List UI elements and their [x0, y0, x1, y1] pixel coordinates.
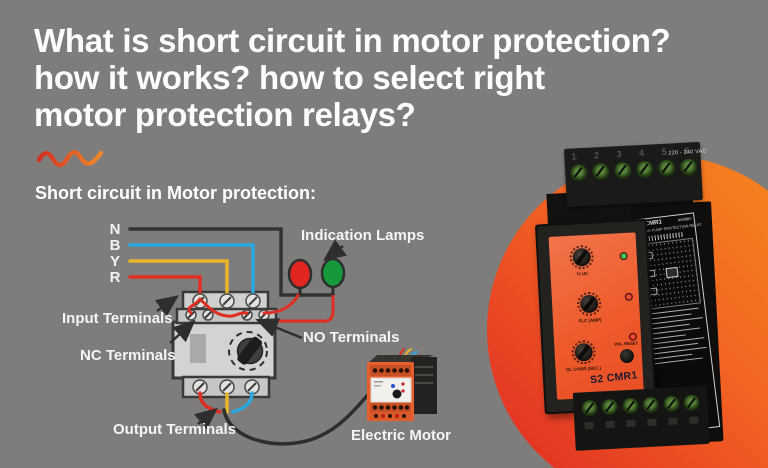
- contactor-body: [171, 290, 278, 399]
- ol-char-dial: [571, 339, 597, 365]
- terminal-screw: [591, 162, 610, 181]
- flc-dial: [576, 291, 602, 317]
- title-line-2: how it works? how to select right: [34, 59, 545, 96]
- label-no-terminals: NO Terminals: [303, 329, 400, 346]
- reset-button-label: PNL./RESET: [614, 340, 639, 347]
- terminal-screw: [569, 163, 588, 182]
- terminal-screw: [621, 397, 639, 415]
- title-line-1: What is short circuit in motor protectio…: [34, 22, 671, 59]
- wire-label-r: R: [109, 269, 121, 286]
- terminal-screw: [635, 160, 654, 179]
- relay-front-bezel: % UC FLC (AMP) OL CHAR (SEC.) PNL./RESET…: [534, 218, 657, 415]
- indication-lamps-arrow: [323, 239, 347, 261]
- relay-bottom-terminals: [572, 385, 710, 451]
- electric-motor-image: [367, 355, 437, 421]
- voltage-rating-text: 220 - 240 VAC: [668, 148, 707, 157]
- terminal-screws: [185, 293, 270, 395]
- terminal-screw-row: [581, 394, 700, 417]
- label-output-terminals: Output Terminals: [113, 421, 237, 438]
- page-title: What is short circuit in motor protectio…: [34, 22, 758, 133]
- relay-product-photo: 1 2 3 4 5 6 220 - 240 VAC S2 CMR1 minile…: [526, 139, 726, 460]
- uc-dial: [569, 244, 595, 270]
- brand-logo-text: minilec: [677, 215, 692, 223]
- label-indication-lamps: Indication Lamps: [301, 227, 425, 244]
- wire-label-b: B: [109, 237, 121, 254]
- relay-front-panel: % UC FLC (AMP) OL CHAR (SEC.) PNL./RESET…: [548, 232, 645, 400]
- terminal-number-marks: [584, 416, 699, 430]
- nc-terminals-arrow: [169, 319, 196, 344]
- label-electric-motor: Electric Motor: [351, 427, 452, 444]
- label-input-terminals: Input Terminals: [62, 310, 173, 327]
- green-led: [619, 251, 628, 261]
- flc-dial-label: FLC (AMP): [578, 317, 602, 324]
- terminal-screw: [657, 159, 676, 178]
- terminal-screw: [613, 161, 632, 180]
- terminal-screw: [642, 396, 660, 414]
- indication-lamps: [287, 257, 346, 295]
- terminal-screw: [683, 394, 700, 412]
- terminal-screw: [679, 158, 698, 176]
- red-lamp: [287, 258, 313, 290]
- squiggle-icon: [36, 150, 104, 168]
- no-terminals-arrow: [255, 318, 303, 340]
- green-lamp: [320, 257, 346, 289]
- title-line-3: motor protection relays?: [34, 96, 416, 133]
- terminal-screw: [581, 399, 599, 417]
- wire-label-n: N: [109, 221, 121, 238]
- terminal-screw: [662, 395, 680, 413]
- ol-char-dial-label: OL CHAR (SEC.): [565, 365, 602, 373]
- label-nc-terminals: NC Terminals: [80, 347, 176, 364]
- wire-label-y: Y: [109, 253, 120, 270]
- jumper-wires: [187, 292, 335, 323]
- terminal-screw-row: [569, 158, 698, 182]
- section-heading: Short circuit in Motor protection:: [35, 183, 316, 203]
- label-fine-print: [647, 307, 709, 365]
- uc-dial-label: % UC: [576, 270, 589, 277]
- red-led: [624, 292, 634, 302]
- panel-model-text: S2 CMR1: [589, 369, 639, 387]
- terminal-screw: [601, 398, 619, 416]
- reset-button: [619, 348, 635, 364]
